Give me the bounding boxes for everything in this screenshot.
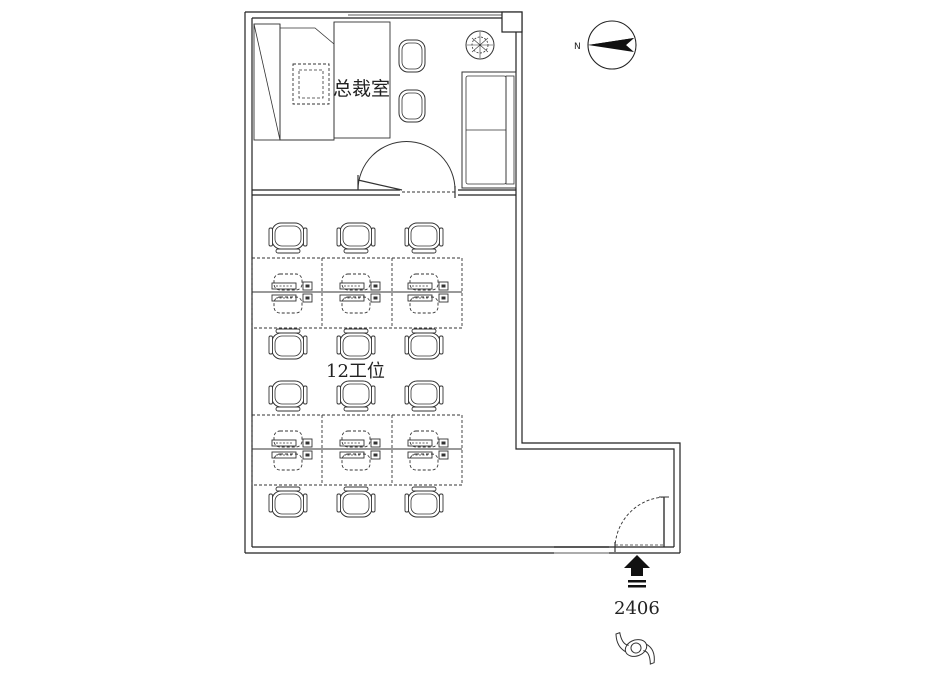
unit-number: 2406 [614, 598, 660, 619]
entrance-door [614, 496, 669, 552]
chair [404, 380, 444, 412]
chair [336, 328, 376, 360]
chair [336, 380, 376, 412]
chair [404, 328, 444, 360]
chair [336, 486, 376, 518]
chair [336, 222, 376, 254]
chair [268, 328, 308, 360]
room-label-workstation-area: 12工位 [326, 361, 385, 382]
walls [244, 11, 681, 554]
chair [404, 486, 444, 518]
workstation-area: 12工位 [251, 222, 463, 518]
north-arrow-icon: N [574, 20, 637, 70]
person-icon [615, 631, 655, 665]
compass-north-label: N [574, 42, 581, 52]
chair [268, 486, 308, 518]
entry-arrow-icon [624, 555, 650, 588]
executive-office: 总裁室 [253, 21, 517, 198]
chair [268, 222, 308, 254]
chair [268, 380, 308, 412]
room-label-executive-office: 总裁室 [333, 78, 390, 100]
chair [404, 222, 444, 254]
plant-icon [465, 30, 495, 60]
